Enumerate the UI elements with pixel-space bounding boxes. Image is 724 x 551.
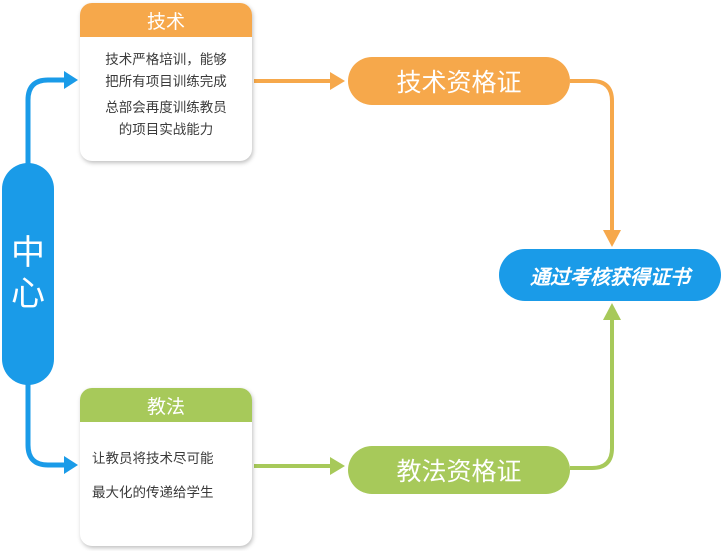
teach-card-line-1: 让教员将技术尽可能 (92, 451, 214, 467)
center-char-1: 中 (11, 233, 45, 274)
tech-card-line-4: 的项目实战能力 (118, 122, 214, 138)
tech-card-title: 技术 (80, 3, 252, 37)
final-cert-node: 通过考核获得证书 (499, 249, 721, 301)
tech-card-body: 技术严格培训，能够 把所有项目训练完成 总部会再度训练教员 的项目实战能力 (80, 37, 252, 141)
teach-cert-node: 教法资格证 (348, 446, 570, 494)
tech-cert-node: 技术资格证 (348, 57, 570, 105)
connector-center-to-tech (25, 77, 66, 165)
arrow-to-tech-cert (330, 72, 345, 90)
teach-card-line-2: 最大化的传递给学生 (92, 485, 214, 501)
tech-card: 技术 技术严格培训，能够 把所有项目训练完成 总部会再度训练教员 的项目实战能力 (80, 3, 252, 161)
teach-card: 教法 让教员将技术尽可能 最大化的传递给学生 (80, 388, 252, 546)
tech-card-line-1: 技术严格培训，能够 (105, 52, 227, 68)
teach-card-title: 教法 (80, 388, 252, 422)
teach-card-body: 让教员将技术尽可能 最大化的传递给学生 (80, 422, 252, 504)
center-node: 中 心 (2, 163, 54, 385)
center-char-2: 心 (11, 274, 45, 314)
tech-card-line-2: 把所有项目训练完成 (105, 74, 227, 90)
connector-center-to-teach (25, 383, 66, 468)
arrow-down-to-final (603, 230, 621, 247)
connector-tech-cert-to-final (570, 79, 614, 232)
arrow-up-to-final (603, 303, 621, 320)
arrow-to-teach-card (64, 456, 78, 474)
arrow-to-tech-card (64, 71, 78, 89)
tech-card-line-3: 总部会再度训练教员 (105, 100, 227, 116)
connector-teach-cert-to-final (570, 318, 614, 470)
arrow-to-teach-cert (330, 457, 345, 475)
